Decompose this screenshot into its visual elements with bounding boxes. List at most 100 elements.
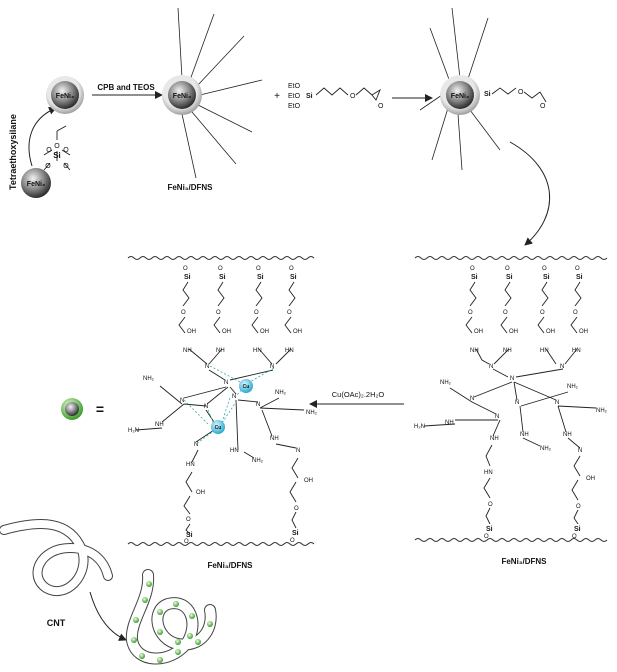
svg-text:H₂N: H₂N — [128, 428, 139, 434]
svg-text:Si: Si — [484, 91, 491, 98]
svg-text:NH: NH — [270, 436, 279, 442]
svg-text:NH: NH — [520, 432, 529, 438]
svg-text:O: O — [576, 504, 581, 510]
plus-sign: + — [274, 91, 280, 102]
reagent-label: Cu(OAc)₂.2H₂O — [332, 390, 385, 399]
svg-text:OH: OH — [260, 329, 269, 335]
svg-text:N: N — [489, 364, 493, 370]
svg-text:O: O — [488, 502, 493, 508]
svg-text:O: O — [290, 538, 295, 544]
svg-text:OH: OH — [187, 329, 196, 335]
svg-text:FeNi₃: FeNi₃ — [173, 93, 191, 100]
svg-text:O: O — [505, 266, 510, 272]
svg-text:Cu: Cu — [243, 384, 250, 390]
svg-text:NH: NH — [470, 348, 479, 354]
svg-text:Si: Si — [576, 274, 583, 281]
svg-text:O: O — [294, 506, 299, 512]
svg-text:Si: Si — [543, 274, 550, 281]
svg-text:NH₂: NH₂ — [596, 408, 608, 414]
svg-text:O: O — [350, 93, 356, 100]
amine-grafted-dfns: O Si O OH O Si O OH O Si O OH O Si O — [414, 256, 608, 542]
gptms-molecule: EtO EtO EtO Si O O — [288, 83, 384, 110]
svg-text:O: O — [184, 539, 189, 545]
svg-text:NH: NH — [563, 432, 572, 438]
svg-text:N: N — [515, 400, 519, 406]
svg-text:Si: Si — [506, 274, 513, 281]
svg-text:NH: NH — [183, 348, 192, 354]
svg-text:EtO: EtO — [288, 93, 301, 100]
dfns-particle-top: FeNi₃ — [162, 7, 263, 179]
step1-label: CPB and TEOS — [97, 83, 155, 92]
cnt-catalyst-composite — [125, 569, 217, 665]
svg-text:Si: Si — [184, 274, 191, 281]
svg-text:N: N — [270, 364, 274, 370]
svg-text:O: O — [63, 163, 69, 170]
svg-text:O: O — [572, 534, 577, 540]
svg-text:O: O — [540, 310, 545, 316]
svg-text:O: O — [254, 310, 259, 316]
svg-text:OH: OH — [509, 329, 518, 335]
svg-text:Si: Si — [257, 274, 264, 281]
anchor-top-3: O Si O OH — [537, 266, 555, 335]
svg-text:O: O — [63, 147, 69, 154]
svg-text:OH: OH — [222, 329, 231, 335]
svg-text:O: O — [186, 517, 191, 523]
svg-text:NH₂: NH₂ — [275, 390, 287, 396]
dfns-label-bottom-right: FeNi₃/DFNS — [501, 557, 547, 566]
svg-text:FeNi₃: FeNi₃ — [56, 93, 74, 100]
svg-text:Si: Si — [219, 274, 226, 281]
core-label: FeNi₃ — [27, 181, 45, 188]
svg-text:NH: NH — [445, 420, 454, 426]
svg-text:OH: OH — [586, 476, 595, 482]
svg-text:O: O — [216, 310, 221, 316]
catalyst-sphere-legend — [61, 398, 83, 420]
svg-text:NH₂: NH₂ — [567, 384, 579, 390]
svg-text:O: O — [575, 266, 580, 272]
svg-text:N: N — [224, 380, 228, 386]
svg-text:NH₂: NH₂ — [143, 376, 155, 382]
svg-text:NH: NH — [490, 436, 499, 442]
svg-text:O: O — [256, 266, 261, 272]
cnt-label: CNT — [47, 618, 66, 628]
svg-text:N: N — [560, 364, 564, 370]
svg-text:OH: OH — [579, 329, 588, 335]
svg-text:HN: HN — [253, 348, 262, 354]
svg-text:Si: Si — [471, 274, 478, 281]
svg-text:HN: HN — [484, 470, 493, 476]
svg-text:N: N — [510, 376, 514, 382]
svg-text:O: O — [573, 310, 578, 316]
svg-text:O: O — [484, 534, 489, 540]
svg-text:NH₂: NH₂ — [252, 458, 264, 464]
svg-text:OH: OH — [293, 329, 302, 335]
svg-text:H₂N: H₂N — [414, 424, 425, 430]
arrow-coating — [28, 107, 57, 167]
dfns-label-top: FeNi₃/DFNS — [167, 183, 213, 192]
svg-text:Si: Si — [486, 526, 493, 533]
svg-text:NH: NH — [155, 422, 164, 428]
svg-text:Si: Si — [306, 93, 313, 100]
svg-text:N: N — [205, 364, 209, 370]
svg-text:O: O — [45, 163, 51, 170]
svg-text:Si: Si — [290, 274, 297, 281]
anchor-left-3: O Si O OH — [251, 266, 269, 335]
svg-text:O: O — [518, 89, 524, 96]
svg-text:OH: OH — [304, 478, 313, 484]
cu-center-lower: Cu — [211, 420, 225, 434]
cu-complex-dfns: O Si O OH O Si O OH O Si O OH O Si O — [127, 256, 318, 546]
svg-text:O: O — [54, 143, 60, 150]
svg-text:Si: Si — [53, 151, 61, 160]
svg-text:N: N — [555, 400, 559, 406]
dfns-particle-functionalized: FeNi₃ Si O O — [419, 7, 547, 171]
svg-text:N: N — [578, 448, 582, 454]
svg-text:OH: OH — [196, 490, 205, 496]
svg-text:N: N — [296, 448, 300, 454]
arrow-loading — [89, 591, 127, 641]
anchor-top-2: O Si O OH — [500, 266, 518, 335]
svg-text:N: N — [495, 414, 499, 420]
svg-text:Si: Si — [292, 530, 299, 537]
svg-text:O: O — [542, 266, 547, 272]
svg-text:Cu: Cu — [215, 425, 222, 431]
dfns-label-bottom-left: FeNi₃/DFNS — [207, 561, 253, 570]
svg-text:N: N — [470, 396, 474, 402]
